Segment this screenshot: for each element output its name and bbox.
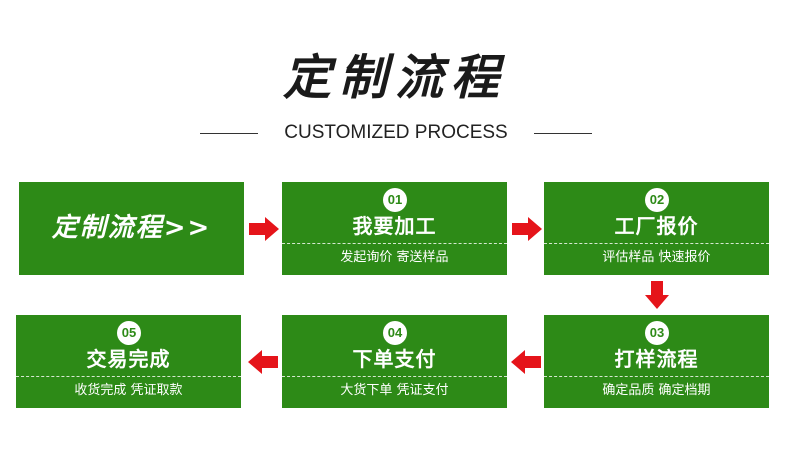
step-number-badge: 02 xyxy=(645,188,669,212)
arrow-left-icon xyxy=(248,350,278,374)
arrow-left-icon xyxy=(511,350,541,374)
step-card-04: 04 下单支付 大货下单 凭证支付 xyxy=(282,315,507,408)
dashed-divider xyxy=(282,376,507,377)
step-title: 工厂报价 xyxy=(614,214,699,238)
step-number-badge: 03 xyxy=(645,321,669,345)
dashed-divider xyxy=(544,376,769,377)
arrow-right-icon xyxy=(249,217,279,241)
step-card-02: 02 工厂报价 评估样品 快速报价 xyxy=(544,182,769,275)
dashed-divider xyxy=(16,376,241,377)
step-description: 评估样品 快速报价 xyxy=(602,250,711,265)
step-card-05: 05 交易完成 收货完成 凭证取款 xyxy=(16,315,241,408)
step-description: 收货完成 凭证取款 xyxy=(74,383,183,398)
step-number-badge: 01 xyxy=(383,188,407,212)
step-title: 下单支付 xyxy=(352,347,437,371)
step-number-badge: 05 xyxy=(117,321,141,345)
intro-label: 定制流程>> xyxy=(51,213,212,243)
step-card-01: 01 我要加工 发起询价 寄送样品 xyxy=(282,182,507,275)
dashed-divider xyxy=(544,243,769,244)
step-description: 发起询价 寄送样品 xyxy=(340,250,449,265)
step-description: 大货下单 凭证支付 xyxy=(340,383,449,398)
subtitle-row: CUSTOMIZED PROCESS xyxy=(0,120,790,146)
intro-box: 定制流程>> xyxy=(19,182,244,275)
subtitle-line-right xyxy=(534,133,592,134)
page-title: 定制流程 xyxy=(282,50,507,106)
arrow-right-icon xyxy=(512,217,542,241)
step-title: 交易完成 xyxy=(86,347,171,371)
step-description: 确定品质 确定档期 xyxy=(602,383,711,398)
arrow-down-icon xyxy=(645,281,669,309)
step-card-03: 03 打样流程 确定品质 确定档期 xyxy=(544,315,769,408)
step-number-badge: 04 xyxy=(383,321,407,345)
dashed-divider xyxy=(282,243,507,244)
step-title: 打样流程 xyxy=(614,347,699,371)
subtitle-line-left xyxy=(200,133,258,134)
step-title: 我要加工 xyxy=(352,214,437,238)
page-subtitle: CUSTOMIZED PROCESS xyxy=(284,122,508,143)
